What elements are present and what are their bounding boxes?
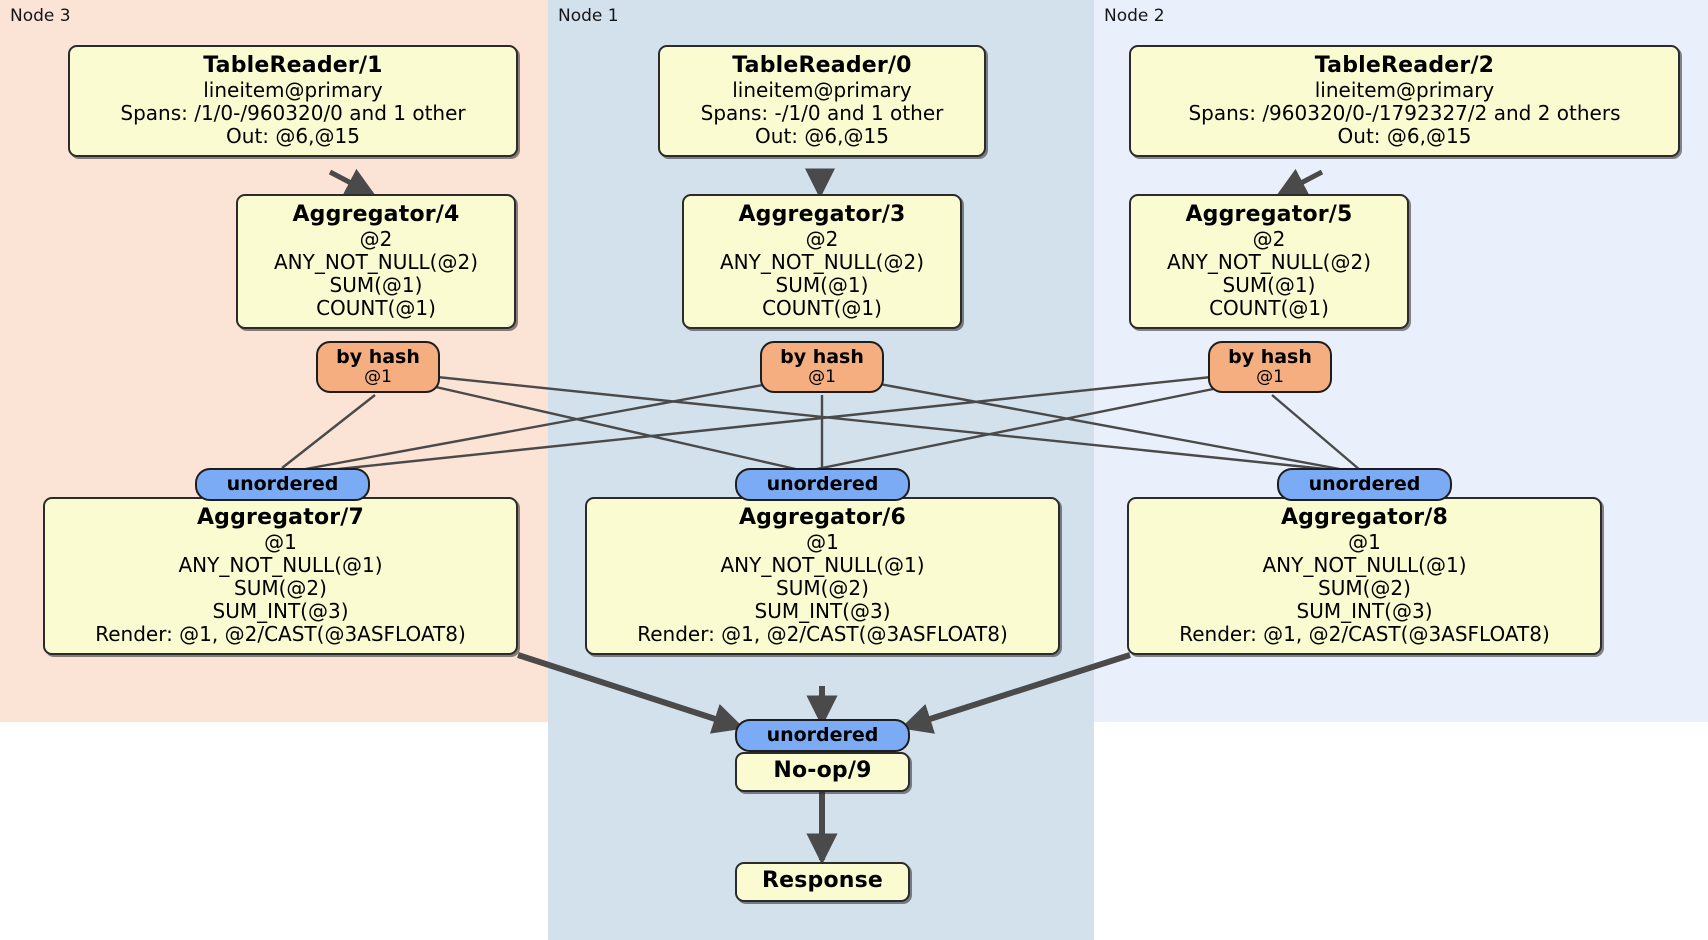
processor-line: SUM(@1) [329,272,423,297]
processor-aggregator-3[interactable]: Aggregator/3 @2 ANY_NOT_NULL(@2) SUM(@1)… [682,194,962,330]
processor-line: ANY_NOT_NULL(@2) [274,249,478,274]
node-panel-label: Node 1 [558,6,619,26]
processor-title: Aggregator/5 [1185,202,1353,227]
processor-line: Spans: /1/0-/960320/0 and 1 other [120,100,466,125]
processor-line: SUM_INT(@3) [1296,599,1433,624]
processor-line: @2 [1252,226,1286,251]
processor-aggregator-8[interactable]: Aggregator/8 @1 ANY_NOT_NULL(@1) SUM(@2)… [1127,497,1602,656]
input-synchronizer-badge-unordered-center[interactable]: unordered [735,468,910,501]
processor-line: lineitem@primary [732,77,912,102]
processor-title: Aggregator/7 [196,505,365,530]
badge-title: unordered [1308,473,1421,496]
processor-aggregator-6[interactable]: Aggregator/6 @1 ANY_NOT_NULL(@1) SUM(@2)… [585,497,1060,656]
processor-line: Out: @6,@15 [226,123,360,148]
processor-line: SUM_INT(@3) [754,599,891,624]
processor-title: TableReader/2 [1314,53,1495,78]
input-synchronizer-badge-unordered-final[interactable]: unordered [735,719,910,752]
processor-line: ANY_NOT_NULL(@2) [720,249,924,274]
badge-title: unordered [226,473,339,496]
processor-line: Spans: /960320/0-/1792327/2 and 2 others [1188,100,1621,125]
badge-subtitle: @1 [1256,366,1284,387]
input-synchronizer-badge-unordered-left[interactable]: unordered [195,468,370,501]
processor-tablereader-0[interactable]: TableReader/0 lineitem@primary Spans: -/… [658,45,986,158]
processor-aggregator-7[interactable]: Aggregator/7 @1 ANY_NOT_NULL(@1) SUM(@2)… [43,497,518,656]
processor-line: @2 [359,226,393,251]
badge-title: by hash [336,346,420,368]
processor-line: ANY_NOT_NULL(@1) [1262,552,1467,577]
processor-title: TableReader/1 [203,53,383,78]
processor-title: Aggregator/4 [292,202,460,227]
processor-line: @1 [806,529,839,554]
processor-aggregator-4[interactable]: Aggregator/4 @2 ANY_NOT_NULL(@2) SUM(@1)… [236,194,516,330]
processor-title: No-op/9 [773,758,872,783]
processor-line: COUNT(@1) [762,296,882,321]
processor-line: Render: @1, @2/CAST(@3ASFLOAT8) [637,622,1008,647]
processor-line: ANY_NOT_NULL(@1) [720,552,925,577]
badge-title: unordered [766,473,879,496]
node-panel-label: Node 2 [1104,6,1165,26]
processor-title: TableReader/0 [732,53,912,78]
badge-subtitle: @1 [808,366,836,387]
badge-subtitle: @1 [364,366,392,387]
processor-tablereader-2[interactable]: TableReader/2 lineitem@primary Spans: /9… [1129,45,1680,158]
badge-title: unordered [766,724,879,747]
badge-title: by hash [1228,346,1312,368]
processor-title: Response [761,868,884,893]
processor-line: @1 [264,529,297,554]
processor-title: Aggregator/3 [738,202,906,227]
processor-line: Render: @1, @2/CAST(@3ASFLOAT8) [95,622,466,647]
processor-line: SUM(@2) [1318,575,1411,600]
processor-line: SUM(@2) [234,575,327,600]
output-router-badge-by-hash-left[interactable]: by hash @1 [316,341,440,393]
badge-title: by hash [780,346,864,368]
processor-line: @1 [1348,529,1381,554]
processor-line: SUM_INT(@3) [212,599,349,624]
processor-line: Render: @1, @2/CAST(@3ASFLOAT8) [1179,622,1550,647]
processor-response[interactable]: Response [735,862,910,902]
processor-noop-9[interactable]: No-op/9 [735,752,910,792]
processor-line: Spans: -/1/0 and 1 other [700,100,944,125]
processor-aggregator-5[interactable]: Aggregator/5 @2 ANY_NOT_NULL(@2) SUM(@1)… [1129,194,1409,330]
processor-line: @2 [805,226,839,251]
processor-line: Out: @6,@15 [755,123,889,148]
output-router-badge-by-hash-center[interactable]: by hash @1 [760,341,884,393]
processor-line: ANY_NOT_NULL(@1) [178,552,383,577]
output-router-badge-by-hash-right[interactable]: by hash @1 [1208,341,1332,393]
processor-title: Aggregator/8 [1280,505,1449,530]
processor-line: SUM(@1) [1222,272,1316,297]
input-synchronizer-badge-unordered-right[interactable]: unordered [1277,468,1452,501]
processor-line: lineitem@primary [203,77,383,102]
processor-title: Aggregator/6 [738,505,907,530]
processor-line: COUNT(@1) [316,296,436,321]
processor-tablereader-1[interactable]: TableReader/1 lineitem@primary Spans: /1… [68,45,518,158]
processor-line: Out: @6,@15 [1337,123,1472,148]
node-panel-label: Node 3 [10,6,71,26]
processor-line: lineitem@primary [1314,77,1495,102]
processor-line: COUNT(@1) [1209,296,1329,321]
processor-line: SUM(@2) [776,575,869,600]
processor-line: ANY_NOT_NULL(@2) [1167,249,1371,274]
processor-line: SUM(@1) [775,272,869,297]
